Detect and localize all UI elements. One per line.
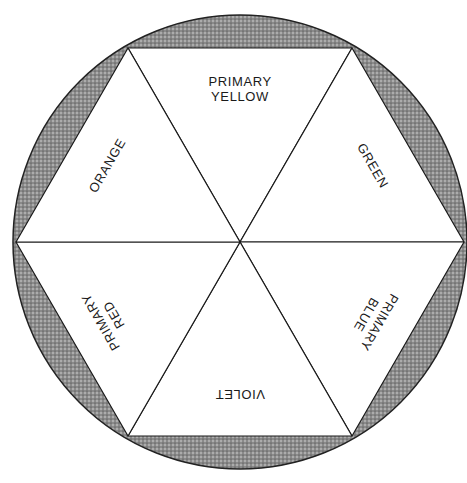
color-segment: ORANGE — [16, 48, 240, 242]
color-name: PRIMARY YELLOW — [209, 75, 272, 105]
color-segment: GREEN — [240, 48, 464, 242]
segment-outline — [16, 242, 240, 436]
color-name: VIOLET — [215, 387, 265, 402]
segment-outline — [240, 48, 464, 242]
color-segment: PRIMARY RED — [16, 242, 240, 436]
